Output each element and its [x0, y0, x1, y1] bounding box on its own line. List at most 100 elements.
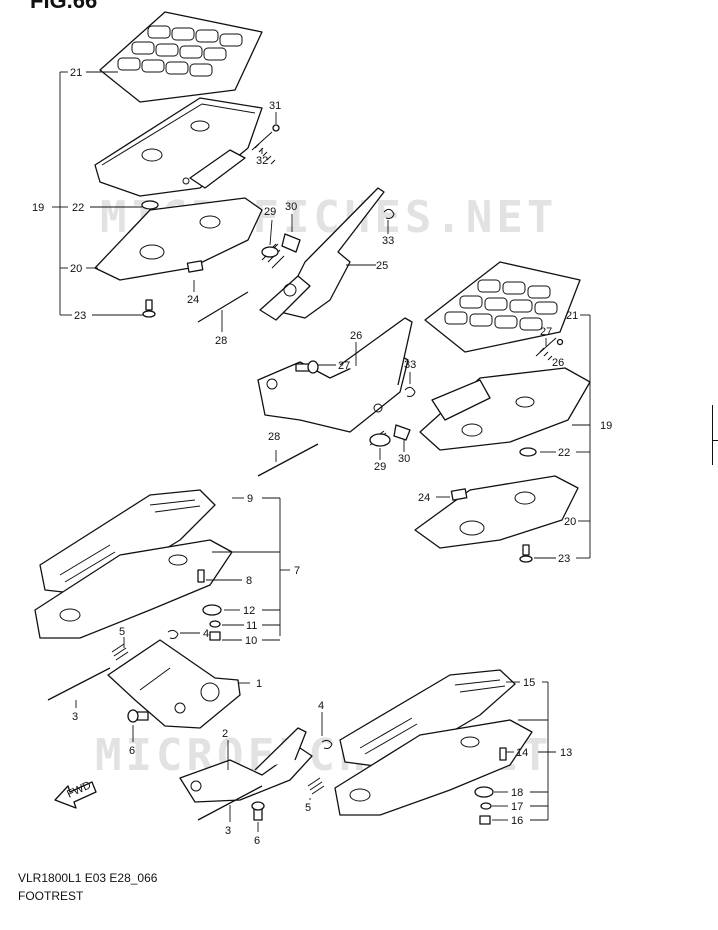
pin-28-middle: [257, 443, 319, 477]
bolt-14: [499, 747, 507, 761]
washer-22-top-left: [141, 200, 159, 210]
footrest-bracket-2: [179, 727, 313, 803]
lower-left-rubber-pad-9: [39, 489, 216, 596]
label-9: 9: [247, 493, 253, 505]
label-21-top-left: 21: [70, 67, 82, 79]
label-28-middle: 28: [268, 431, 280, 443]
bolt-23-right: [519, 544, 533, 563]
label-28-top: 28: [215, 335, 227, 347]
clip-4-right: [321, 739, 333, 749]
clip-4-left: [167, 629, 179, 639]
washer-18: [474, 786, 494, 798]
label-22-right: 22: [558, 447, 570, 459]
clip-33-middle: [404, 386, 416, 397]
bolt-8: [197, 569, 205, 583]
label-24-right: 24: [418, 492, 430, 504]
bolt-6-left: [127, 709, 149, 723]
label-19-left: 19: [32, 202, 44, 214]
figure-label: FIG.66: [30, 0, 98, 13]
right-footboard: [419, 367, 591, 451]
label-22-top-left: 22: [72, 202, 84, 214]
label-1: 1: [256, 678, 262, 690]
lower-right-footboard-15: [334, 719, 533, 816]
label-20-top-left: 20: [70, 263, 82, 275]
diagram-title: FOOTREST: [18, 889, 84, 903]
label-6-left: 6: [129, 745, 135, 757]
label-26-right: 26: [552, 357, 564, 369]
clip-30-top: [281, 233, 301, 253]
label-4-left: 4: [203, 628, 209, 640]
label-17: 17: [511, 801, 523, 813]
label-6-right: 6: [254, 835, 260, 847]
washer-22-right: [519, 447, 537, 457]
label-11: 11: [246, 620, 257, 632]
label-20-right: 20: [564, 516, 576, 528]
label-16: 16: [511, 815, 523, 827]
nut-16: [479, 815, 491, 825]
diagram-code: VLR1800L1 E03 E28_066: [18, 871, 158, 885]
washer-12: [202, 604, 222, 616]
leader-lines: [52, 71, 591, 832]
label-27-middle: 27: [338, 360, 350, 372]
label-31: 31: [269, 100, 281, 112]
label-19-right: 19: [600, 420, 612, 432]
label-30-top: 30: [285, 201, 297, 213]
top-left-footboard: [94, 97, 263, 197]
spring-5-left: [111, 643, 129, 661]
clip-33-top: [383, 208, 395, 219]
label-15: 15: [523, 677, 535, 689]
label-27-right: 27: [540, 326, 552, 338]
label-24-top-left: 24: [187, 294, 199, 306]
label-8: 8: [246, 575, 252, 587]
label-5-left: 5: [119, 626, 125, 638]
spring-32: [251, 131, 276, 165]
lower-right-rubber-pad: [339, 669, 516, 769]
label-12: 12: [243, 605, 255, 617]
right-bottom-plate: [414, 475, 579, 549]
spring-5-right: [307, 777, 325, 795]
bolt-27-middle: [295, 360, 319, 374]
label-29-middle: 29: [374, 461, 386, 473]
pin-28-top: [197, 291, 249, 323]
top-left-rubber-pad: [99, 11, 263, 103]
washer-11: [209, 620, 221, 628]
bolt-6-right: [251, 801, 265, 821]
label-10: 10: [245, 635, 257, 647]
label-30-middle: 30: [398, 453, 410, 465]
footrest-bracket-25: [259, 187, 385, 321]
label-18: 18: [511, 787, 523, 799]
label-4-right: 4: [318, 700, 324, 712]
spring-29-middle: [369, 430, 391, 447]
pin-26-right: [556, 338, 564, 346]
label-23-top-left: 23: [74, 310, 86, 322]
spring-29-top: [261, 243, 285, 269]
label-26: 26: [350, 330, 362, 342]
top-left-bottom-plate: [94, 197, 263, 281]
label-25: 25: [376, 260, 388, 272]
label-7: 7: [294, 565, 300, 577]
clip-30-middle: [393, 424, 411, 441]
nut-10: [209, 631, 221, 641]
label-13: 13: [560, 747, 572, 759]
label-29-top: 29: [264, 206, 276, 218]
right-rubber-pad: [424, 261, 581, 353]
label-3-left: 3: [72, 711, 78, 723]
page-edge-mark: [712, 405, 713, 465]
label-33-top: 33: [382, 235, 394, 247]
lower-left-footboard-7: [34, 539, 233, 639]
label-3-right: 3: [225, 825, 231, 837]
bolt-23-top-left: [142, 299, 156, 318]
spring-27-right: [535, 337, 557, 361]
page-edge-tick: [712, 440, 718, 441]
label-32: 32: [256, 155, 268, 167]
label-14: 14: [516, 747, 528, 759]
label-5-right: 5: [305, 802, 311, 814]
label-23-right: 23: [558, 553, 570, 565]
forward-arrow-icon: FWD: [54, 779, 97, 809]
pin-3-right: [197, 785, 263, 821]
pin-31: [272, 124, 280, 132]
label-33-middle: 33: [404, 359, 416, 371]
washer-17: [480, 802, 492, 810]
label-2: 2: [222, 728, 228, 740]
